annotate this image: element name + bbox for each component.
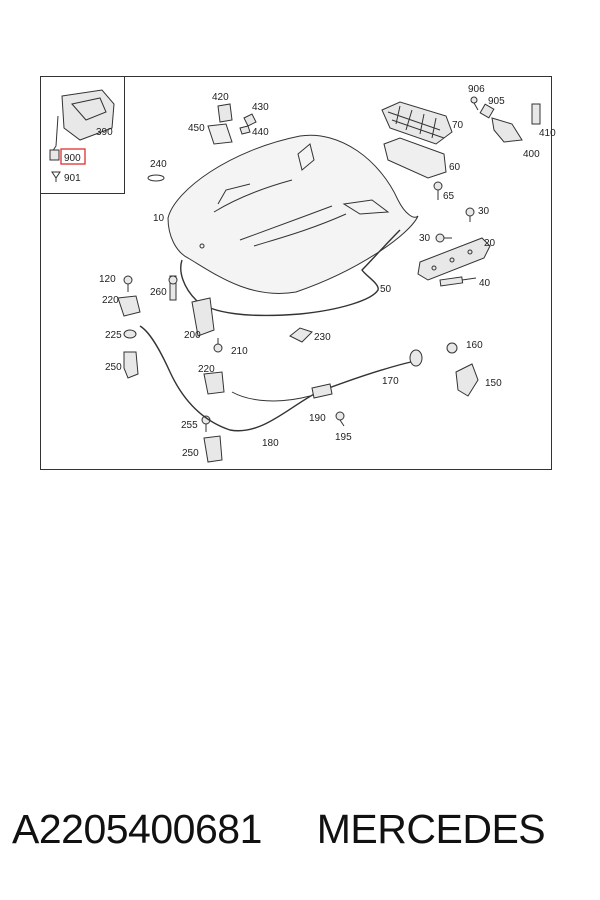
hood-lock-250-lower <box>203 435 223 463</box>
bolt-210 <box>213 338 223 353</box>
footer-caption: A2205400681 MERCEDES <box>12 806 588 862</box>
release-handle-150 <box>409 342 479 397</box>
funnel-icon <box>51 171 61 182</box>
callout-220-center: 220 <box>198 364 215 375</box>
callout-220-left: 220 <box>102 295 119 306</box>
callout-180: 180 <box>262 438 279 449</box>
callout-260: 260 <box>150 287 167 298</box>
callout-195: 195 <box>335 432 352 443</box>
callout-400: 400 <box>523 149 540 160</box>
callout-900: 900 <box>64 153 81 164</box>
hood-latch-200 <box>191 297 215 337</box>
hood-lock-220-center <box>203 371 225 395</box>
callout-420: 420 <box>212 92 229 103</box>
callout-30-upper: 30 <box>478 206 490 217</box>
cable-branch <box>231 391 311 402</box>
callout-255: 255 <box>181 420 198 431</box>
callout-225: 225 <box>105 330 122 341</box>
rubber-buffer-225 <box>123 329 137 339</box>
hood-hinge-20 <box>417 237 491 281</box>
callout-210: 210 <box>231 346 248 357</box>
callout-190: 190 <box>309 413 326 424</box>
grille-frame-60 <box>383 137 447 179</box>
gas-strut-40 <box>439 276 477 287</box>
callout-450: 450 <box>188 123 205 134</box>
bolt-30-upper <box>465 207 475 222</box>
callout-70: 70 <box>452 120 464 131</box>
emblem-parts-420-450 <box>207 103 257 145</box>
callout-250-upper: 250 <box>105 362 122 373</box>
screw-195 <box>335 411 345 427</box>
callout-440: 440 <box>252 127 269 138</box>
callout-labels: 900 901 390 420 430 440 450 240 10 906 9… <box>64 84 556 459</box>
callout-906: 906 <box>468 84 485 95</box>
callout-150: 150 <box>485 378 502 389</box>
cable-junction-190 <box>311 383 333 399</box>
callout-10: 10 <box>153 213 165 224</box>
callout-65: 65 <box>443 191 455 202</box>
callout-30-lower: 30 <box>419 233 431 244</box>
callout-905: 905 <box>488 96 505 107</box>
callout-120: 120 <box>99 274 116 285</box>
hood-seal-50 <box>180 229 401 317</box>
control-module-390 <box>49 89 115 161</box>
hood-lock-220-left <box>117 295 141 317</box>
highlight-box-900[interactable] <box>60 148 86 165</box>
callout-50: 50 <box>380 284 392 295</box>
release-cable-170 <box>317 359 421 393</box>
sensor-assembly-400 <box>470 96 541 143</box>
brand-name: MERCEDES <box>316 806 546 852</box>
callout-20: 20 <box>484 238 496 249</box>
callout-200: 200 <box>184 330 201 341</box>
hood-lock-250-upper <box>123 351 139 379</box>
screw-65 <box>433 181 443 200</box>
callout-410: 410 <box>539 128 556 139</box>
callout-160: 160 <box>466 340 483 351</box>
bolt-120 <box>123 275 133 292</box>
clip-240 <box>147 174 165 182</box>
diagram-frame <box>40 76 552 470</box>
prop-rod-260 <box>168 275 178 301</box>
callout-250-lower: 250 <box>182 448 199 459</box>
callout-230: 230 <box>314 332 331 343</box>
air-grille-70 <box>381 101 453 145</box>
badge-230 <box>289 327 313 343</box>
callout-170: 170 <box>382 376 399 387</box>
callout-60: 60 <box>449 162 461 173</box>
callout-240: 240 <box>150 159 167 170</box>
callout-901: 901 <box>64 173 81 184</box>
release-cable-180 <box>139 325 319 432</box>
inset-frame <box>40 76 125 194</box>
callout-390: 390 <box>96 127 113 138</box>
hood-panel-10 <box>167 134 419 294</box>
part-number: A2205400681 <box>12 806 262 852</box>
bolt-30-lower <box>435 233 452 243</box>
callout-430: 430 <box>252 102 269 113</box>
callout-40: 40 <box>479 278 491 289</box>
